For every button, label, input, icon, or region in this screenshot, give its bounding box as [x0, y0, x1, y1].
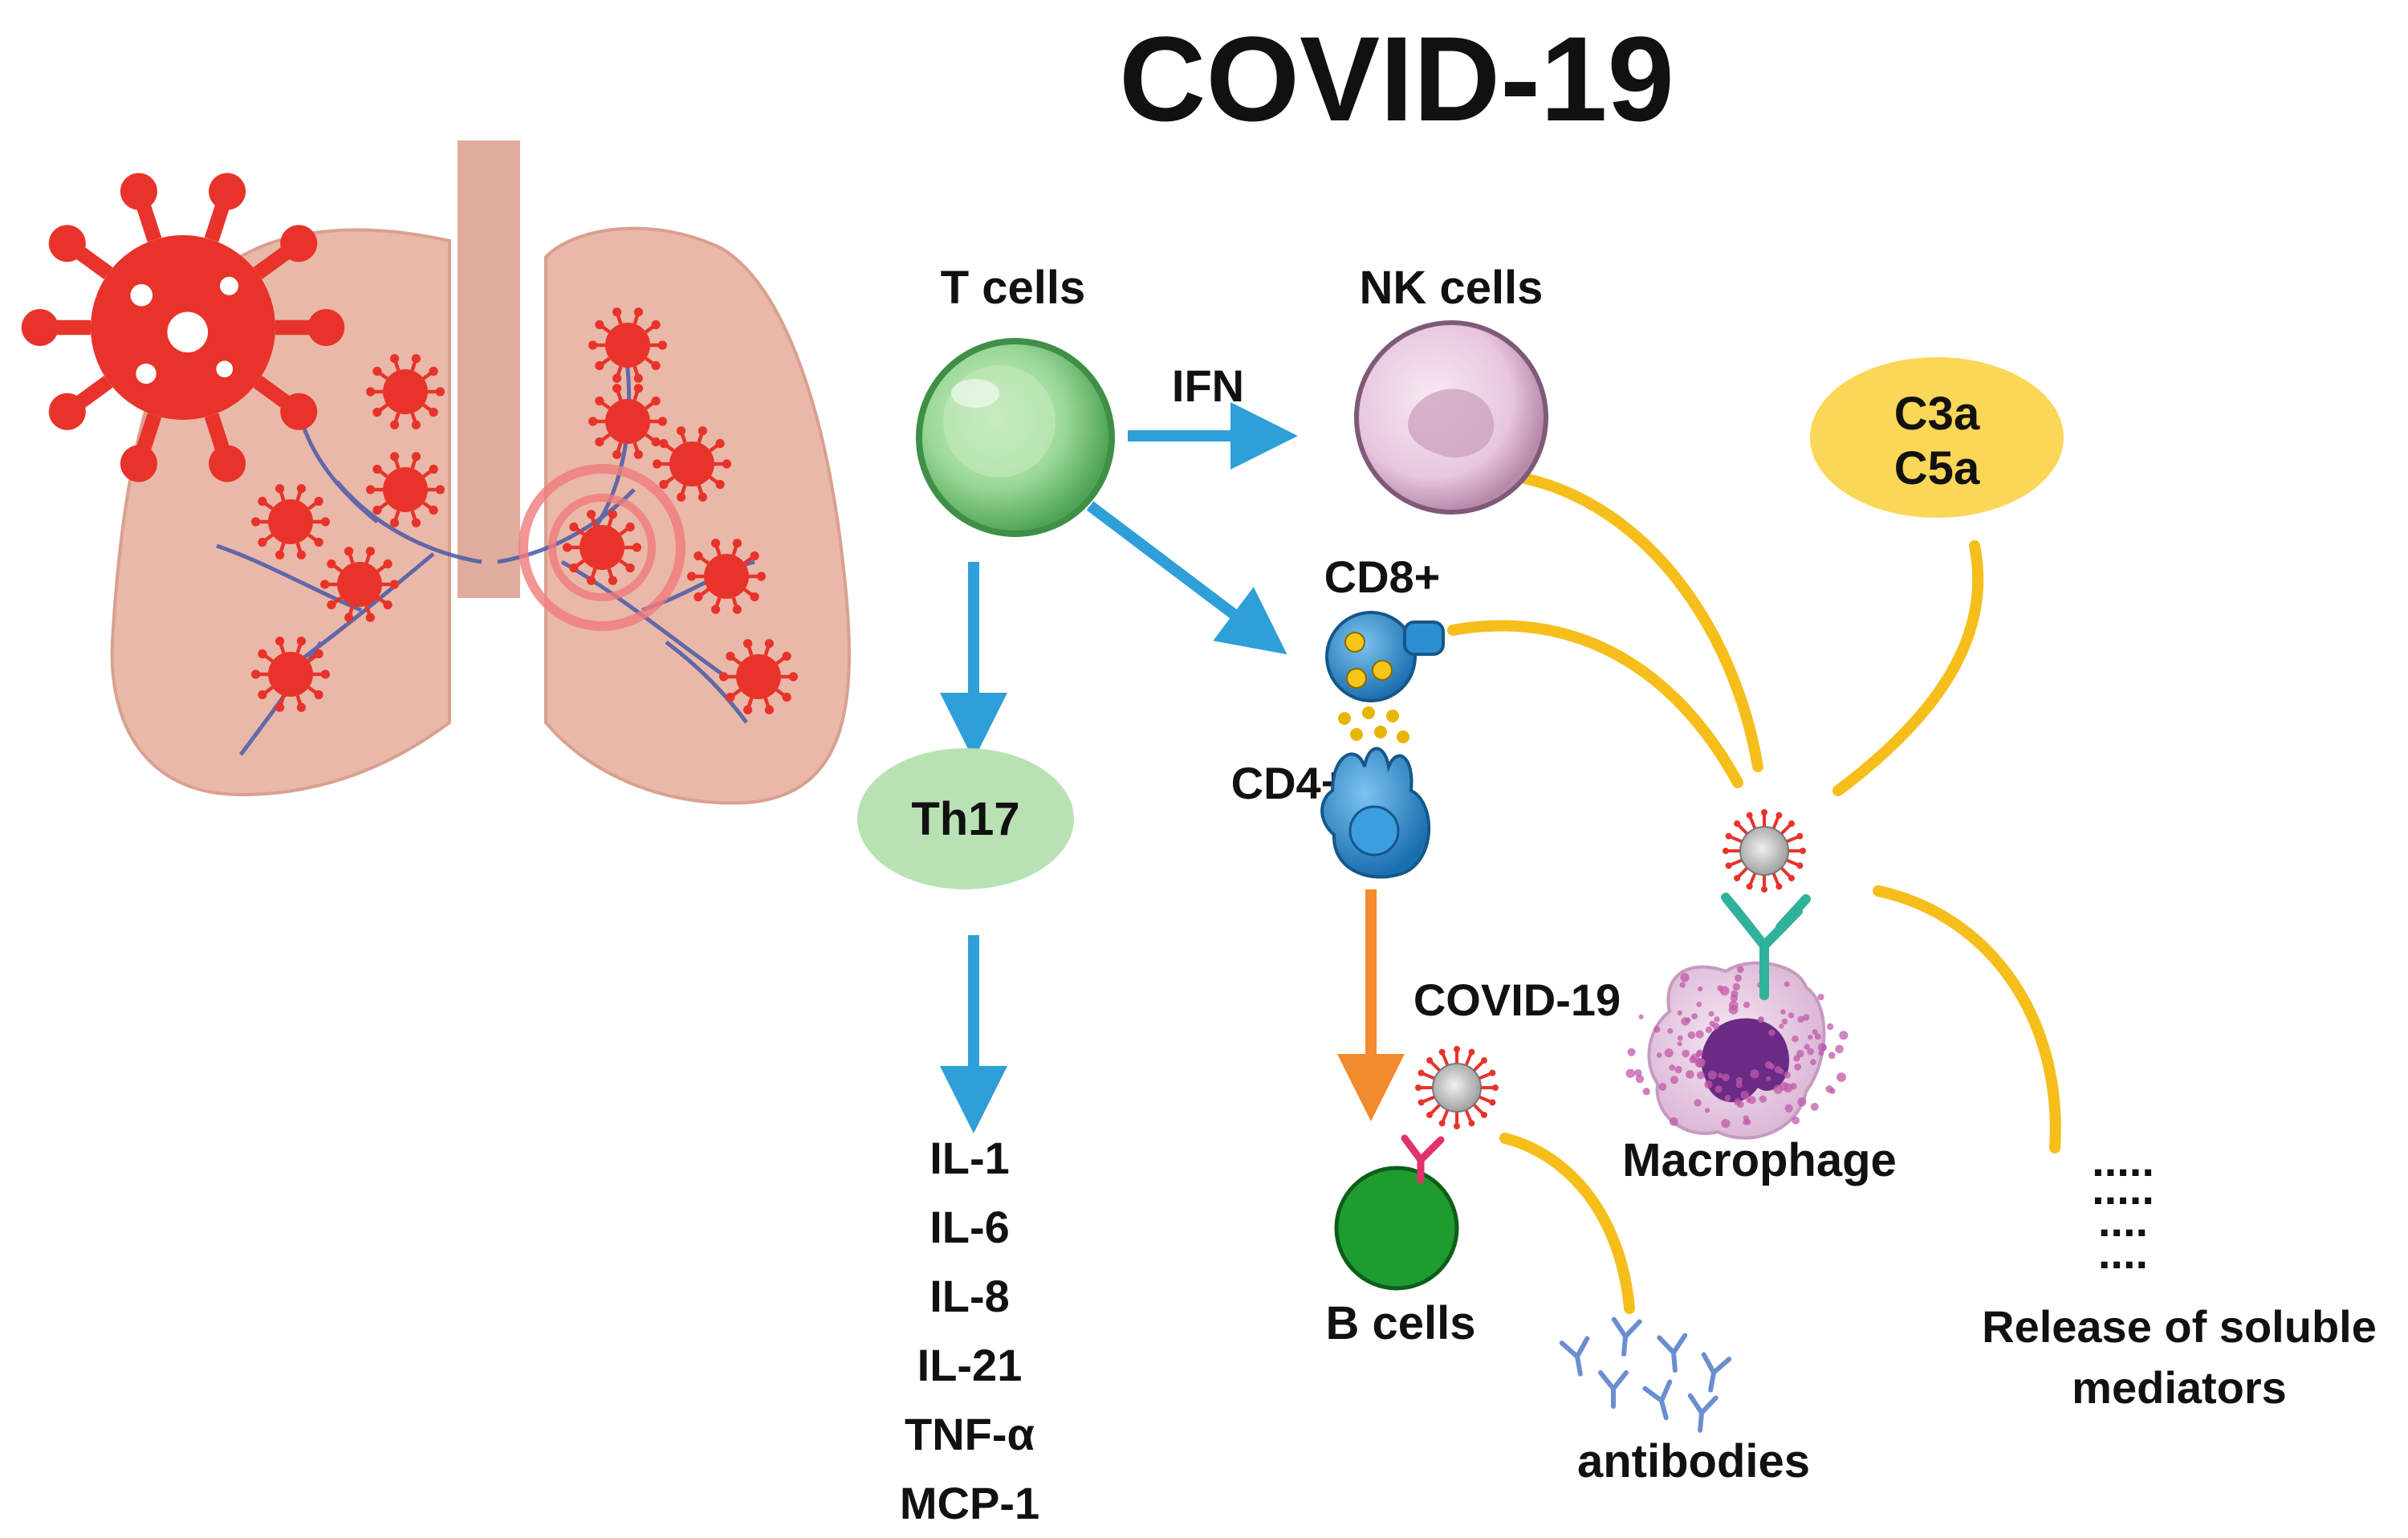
antibody-icon [1598, 1370, 1629, 1409]
macrophage-icon [1647, 961, 1826, 1140]
mediator-dots-4: .... [2098, 1227, 2148, 1278]
link-virus-antibodies [1499, 1133, 1635, 1314]
link-nk-macrophage [1519, 473, 1763, 772]
mediators-dots: ..... ..... .... .... [2092, 1135, 2154, 1278]
virus-icon [320, 547, 399, 622]
infection-target-outer [519, 464, 685, 631]
nk-cell-icon [1354, 320, 1548, 515]
link-macrophage-mediators [1873, 885, 2061, 1154]
b-cells-label: B cells [1326, 1297, 1476, 1349]
virus-icon [588, 384, 668, 459]
virus-icon [1723, 809, 1806, 893]
c3a-label: C3a [1894, 388, 1980, 440]
cd4-cell-icon [1320, 747, 1431, 879]
complement-badge: C3a C5a [1810, 357, 2064, 518]
infection-target-inner [548, 494, 656, 601]
link-cd8-macrophage [1447, 620, 1743, 788]
arrows [940, 402, 1405, 1133]
antibody-icon [1611, 1316, 1642, 1357]
cd8-granules [1338, 706, 1409, 743]
antibody-icon [1701, 1352, 1732, 1393]
macrophage-antibody-icon [1721, 893, 1811, 1000]
b-cell-icon [1334, 1166, 1459, 1291]
mediator-dots-3: .... [2098, 1195, 2148, 1246]
link-complement-macrophage [1832, 540, 1984, 796]
th17-label: Th17 [911, 793, 1019, 845]
antibody-icon [1657, 1333, 1688, 1373]
th17-badge: Th17 [857, 748, 1074, 889]
virus-icon [588, 307, 668, 383]
cytokine-list: IL-1 IL-6 IL-8 IL-21 TNF-α MCP-1 [900, 1133, 1039, 1528]
ifn-label: IFN [1172, 360, 1244, 411]
trachea [458, 140, 520, 598]
antibody-cluster [1559, 1316, 1732, 1433]
release-label-line1: Release of soluble [1982, 1301, 2377, 1352]
page-title: COVID-19 [1119, 11, 1674, 146]
cd8-label: CD8+ [1324, 551, 1441, 602]
virus-icon [21, 173, 345, 482]
mediator-dots-2: ..... [2092, 1163, 2154, 1214]
t-cell-icon [916, 338, 1115, 537]
antibodies-label: antibodies [1577, 1435, 1810, 1487]
cd8-cell-icon [1325, 611, 1445, 702]
right-lung [544, 226, 851, 805]
mediator-dots-1: ..... [2092, 1135, 2154, 1186]
cytokine-mcp1: MCP-1 [900, 1478, 1039, 1528]
c5a-label: C5a [1894, 442, 1980, 494]
cytokine-il21: IL-21 [917, 1340, 1023, 1390]
antibody-icon [1687, 1393, 1719, 1433]
b-cell-antibody-icon [1401, 1134, 1445, 1184]
cytokine-il1: IL-1 [929, 1133, 1010, 1183]
virus-icon [251, 637, 330, 712]
virus-icon [1415, 1046, 1499, 1129]
virus-icon [687, 539, 767, 614]
virus-icon [251, 484, 330, 559]
virus-label: COVID-19 [1413, 974, 1621, 1025]
virus-icon [563, 510, 642, 585]
virus-particles [21, 173, 1806, 1129]
yellow-links [1447, 473, 2061, 1314]
antibody-icon [1559, 1336, 1590, 1377]
cytokine-tnf: TNF-α [905, 1409, 1035, 1459]
nk-cells-label: NK cells [1360, 262, 1544, 314]
macrophage-label: Macrophage [1622, 1134, 1897, 1186]
release-label-line2: mediators [2072, 1362, 2287, 1413]
arrow-tcells-to-cd8 [1086, 501, 1287, 655]
antibody-icon [1642, 1379, 1673, 1421]
virus-icon [719, 639, 799, 714]
virus-icon [653, 426, 732, 502]
t-cells-label: T cells [941, 262, 1086, 314]
cytokine-il8: IL-8 [929, 1271, 1010, 1321]
cytokine-il6: IL-6 [929, 1202, 1010, 1252]
virus-icon [366, 452, 445, 527]
virus-icon [366, 354, 445, 429]
macrophage-granules [1625, 966, 1849, 1129]
